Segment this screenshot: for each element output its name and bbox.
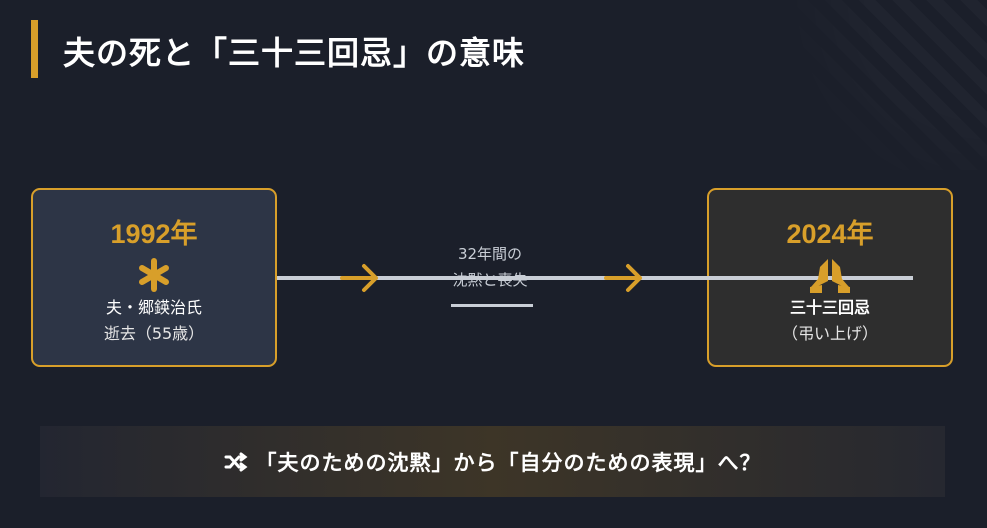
praying-hands-icon (709, 255, 951, 295)
page-title: 夫の死と「三十三回忌」の意味 (63, 34, 526, 72)
event-detail: 逝去（55歳） (103, 324, 205, 343)
timeline-box-1992: 1992年 夫・郷鍈治氏 逝去（55歳） (31, 188, 277, 367)
interval-label: 32年間の 沈黙と喪失 (430, 241, 550, 293)
asterisk-icon (33, 255, 275, 295)
interval-years: 32年間の (457, 245, 523, 263)
decorative-stripes (757, 0, 987, 170)
event-label: 夫・郷鍈治氏 (105, 298, 202, 317)
event-detail: （弔い上げ） (781, 324, 878, 343)
shuffle-icon (224, 452, 247, 471)
banner-text: 「夫のための沈黙」から「自分のための表現」へ？ (255, 450, 762, 475)
interval-description: 沈黙と喪失 (452, 271, 528, 289)
timeline-box-2024: 2024年 三十三回忌 （弔い上げ） (707, 188, 953, 367)
interval-underline (451, 304, 533, 307)
event-label: 三十三回忌 (789, 298, 870, 317)
timeline-line (277, 276, 913, 280)
question-banner: 「夫のための沈黙」から「自分のための表現」へ？ (40, 426, 945, 497)
title-accent-bar (31, 20, 38, 78)
year-label: 2024年 (786, 219, 874, 249)
arrow-right-icon (604, 264, 642, 292)
year-label: 1992年 (110, 219, 198, 249)
arrow-right-icon (340, 264, 378, 292)
